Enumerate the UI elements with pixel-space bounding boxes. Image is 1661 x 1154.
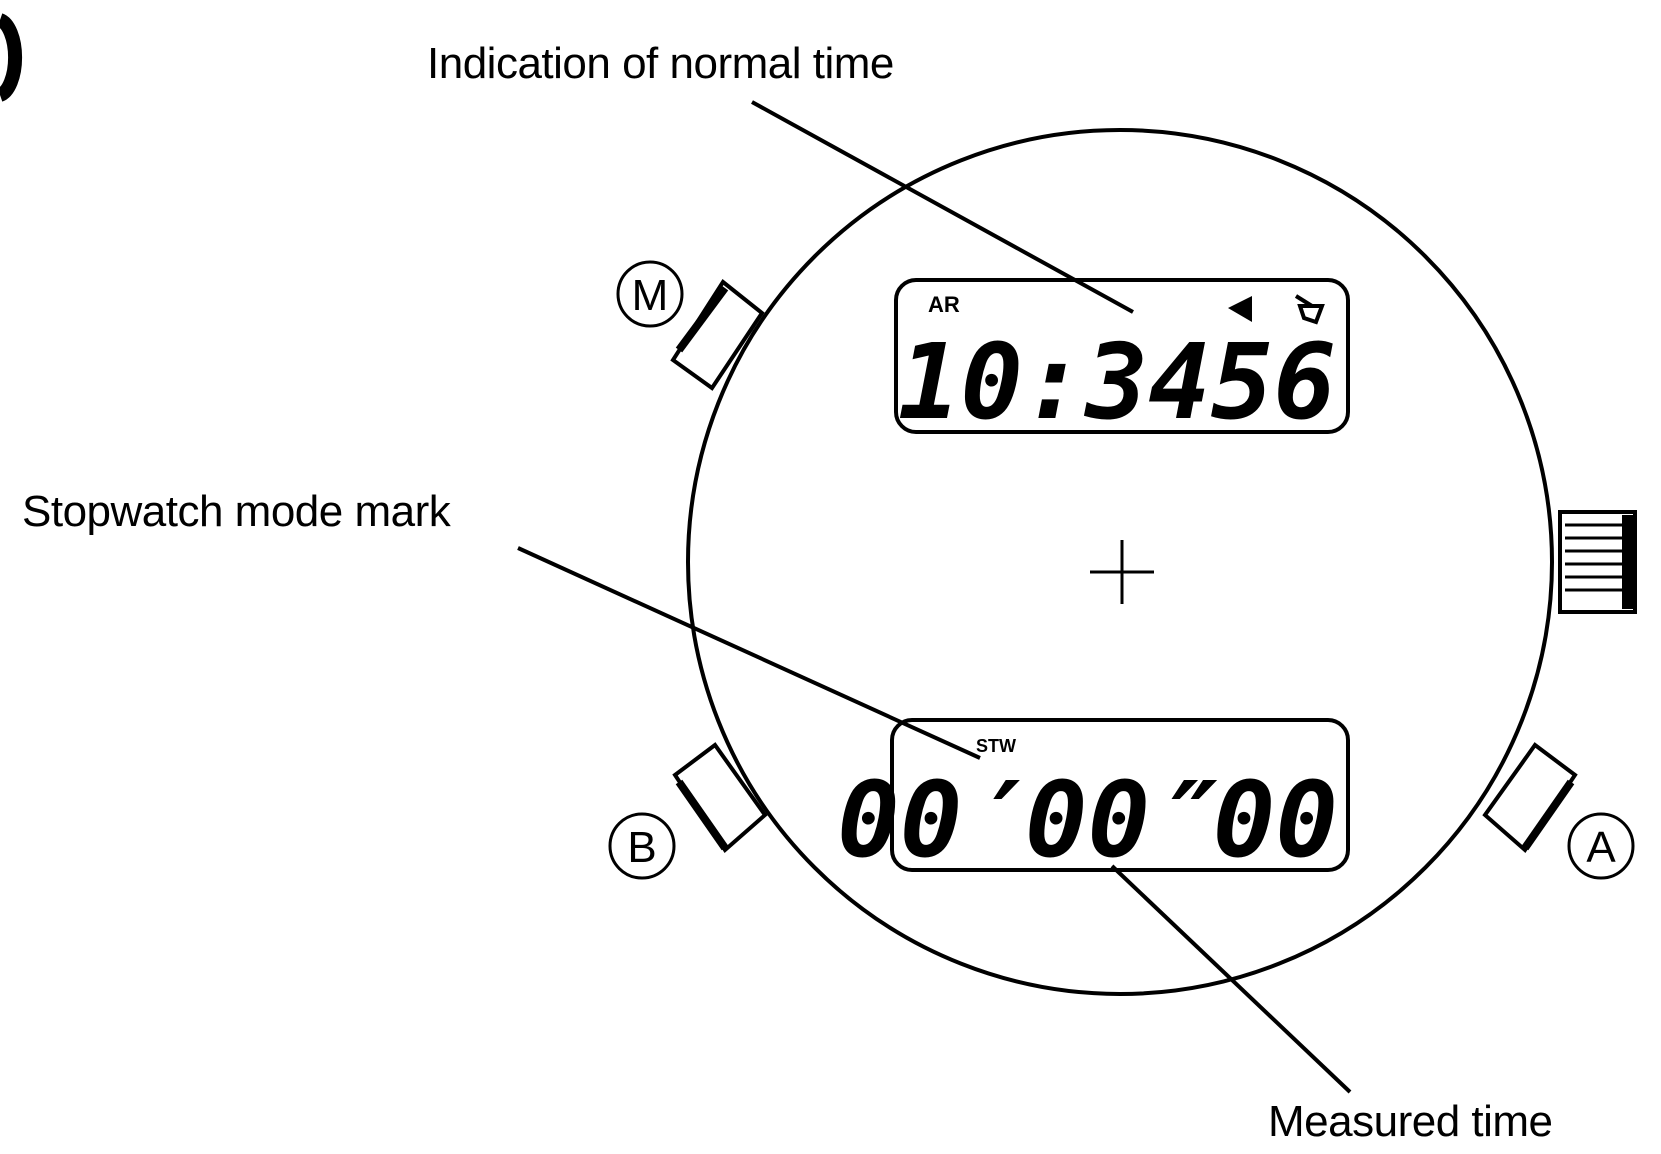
m-pusher <box>670 279 765 391</box>
measured-time-label: Measured time <box>1268 1097 1553 1146</box>
a-button-icon: A <box>1567 812 1635 880</box>
lower-time: 00′00″00 <box>837 759 1338 881</box>
m-button-icon: M <box>616 260 684 328</box>
leader-measured-time <box>1110 864 1352 1094</box>
alarm-icon <box>1228 296 1252 322</box>
b-pusher <box>672 742 768 854</box>
b-button-icon: B <box>608 812 676 880</box>
b-button-letter: B <box>627 823 656 872</box>
lower-display: STW 00′00″00 <box>837 718 1350 881</box>
stopwatch-mark-label: Stopwatch mode mark <box>22 487 451 536</box>
figure-number-marker <box>0 13 23 102</box>
a-pusher <box>1482 742 1578 854</box>
a-button-letter: A <box>1586 823 1616 872</box>
crown-icon <box>1558 510 1637 614</box>
upper-indicator: AR <box>928 292 960 317</box>
normal-time-label: Indication of normal time <box>427 39 894 88</box>
leader-normal-time <box>751 100 1134 314</box>
upper-display: AR 10:3456 <box>894 278 1350 443</box>
leader-stopwatch-mark <box>517 546 981 760</box>
chime-icon <box>1294 294 1325 325</box>
m-button-letter: M <box>632 271 669 320</box>
lower-indicator: STW <box>976 736 1016 756</box>
crosshair-icon <box>1090 540 1154 604</box>
upper-time: 10:3456 <box>898 321 1336 443</box>
